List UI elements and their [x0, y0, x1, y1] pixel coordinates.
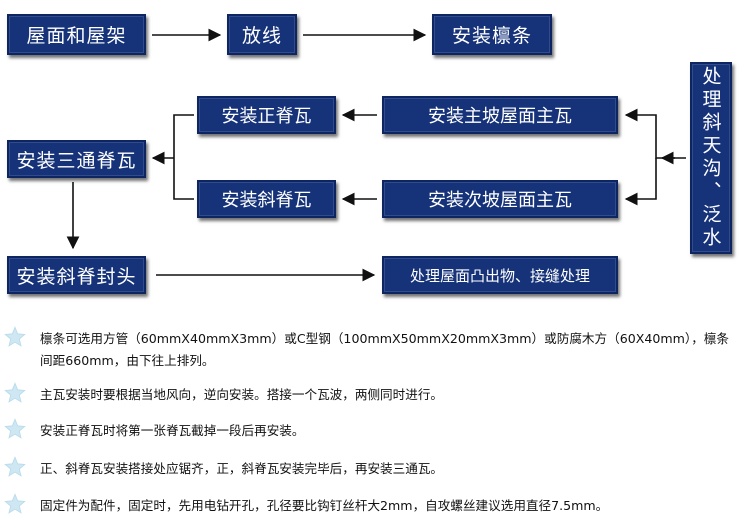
box-install-hip-cap: 安装斜脊封头	[7, 256, 146, 294]
box-install-hip-ridge: 安装斜脊瓦	[197, 180, 336, 218]
box-install-main-slope: 安装主坡屋面主瓦	[382, 96, 618, 134]
box-install-secondary-slope: 安装次坡屋面主瓦	[382, 180, 618, 218]
arrow-valley-to-secondary-slope	[624, 158, 657, 206]
arrow-ridges-merge	[173, 114, 194, 200]
box-layout-lines: 放线	[227, 14, 297, 55]
box-install-main-ridge: 安装正脊瓦	[197, 96, 336, 134]
box-install-purlins: 安装檩条	[432, 14, 552, 55]
box-roof-frame: 屋面和屋架	[7, 14, 146, 55]
box-install-three-way: 安装三通脊瓦	[7, 140, 146, 178]
box-handle-valley: 处理斜天沟、泛水	[690, 62, 732, 254]
box-handle-protrusions: 处理屋面凸出物、接缝处理	[382, 256, 618, 294]
arrow-valley-to-main-slope	[624, 108, 686, 159]
